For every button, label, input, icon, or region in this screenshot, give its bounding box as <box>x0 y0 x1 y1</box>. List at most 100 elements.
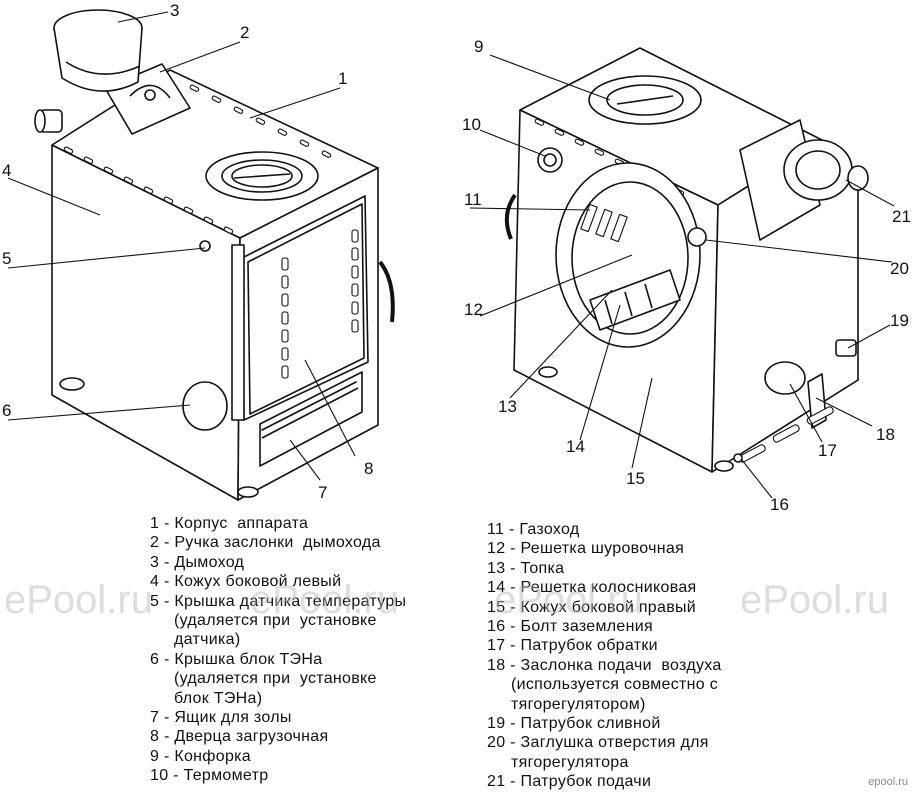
legend-number: 14 <box>487 579 506 597</box>
legend-number: 4 <box>150 573 160 591</box>
callout-9: 9 <box>474 37 483 56</box>
legend-number: 21 <box>487 773 506 791</box>
legend-item: 11 - Газоход <box>487 521 580 538</box>
callout-1: 1 <box>338 69 347 88</box>
legend-item: 4 - Кожух боковой левый <box>150 573 342 591</box>
credit-label: epool.ru <box>868 776 908 788</box>
legend-number: 20 <box>487 734 506 752</box>
ground-bolt <box>733 453 743 463</box>
legend-continuation: блок ТЭНа) <box>174 689 263 707</box>
legend-text: Решетка колосниковая <box>520 579 697 597</box>
legend-number: 18 <box>487 656 506 674</box>
legend-item: 2 - Ручка заслонки дымохода <box>150 534 381 552</box>
legend-continuation: тягорегулятора <box>511 753 629 771</box>
legend-text: Корпус аппарата <box>174 515 309 532</box>
legend-text: Конфорка <box>174 747 251 765</box>
legend-text: Заглушка отверстия для <box>520 734 709 752</box>
sensor-cap <box>199 240 211 252</box>
legend-item: 18 - Заслонка подачи воздуха <box>487 656 722 674</box>
legend-text: Патрубок обратки <box>520 637 658 655</box>
legend-number: 2 <box>150 534 160 552</box>
callout-6: 6 <box>2 401 11 420</box>
callout-12: 12 <box>464 300 483 319</box>
legend-continuation: тягорегулятором) <box>511 695 646 713</box>
legend-text: Газоход <box>519 521 580 538</box>
legend-item: 12 - Решетка шуровочная <box>487 540 685 558</box>
legend-text: Термометр <box>183 767 269 785</box>
legend-number: 8 <box>150 728 160 746</box>
callout-19: 19 <box>890 311 909 330</box>
return-pipe <box>764 361 806 395</box>
callout-11: 11 <box>464 190 482 209</box>
legend-text: Патрубок подачи <box>520 773 652 791</box>
legend-text: Заслонка подачи воздуха <box>520 656 722 674</box>
legend-continuation: (удаляется при установке <box>174 612 377 630</box>
legend-item: 5 - Крышка датчика температуры <box>150 592 407 610</box>
legend-text: Крышка блок ТЭНа <box>174 650 323 668</box>
callout-14: 14 <box>566 437 585 456</box>
legend-number: 11 <box>487 521 505 538</box>
legend-number: 16 <box>487 618 506 636</box>
legend-number: 19 <box>487 715 506 733</box>
legend-continuation: (используется совместно с <box>511 676 719 694</box>
callout-13: 13 <box>498 397 517 416</box>
legend-number: 5 <box>150 592 160 610</box>
legend-item: 20 - Заглушка отверстия для <box>487 734 709 752</box>
legend-item: 13 - Топка <box>487 559 565 577</box>
legend-text: Ящик для золы <box>174 709 292 727</box>
legend-text: Дверца загрузочная <box>174 728 329 746</box>
callout-15: 15 <box>626 469 645 488</box>
callout-7: 7 <box>318 483 327 502</box>
callout-5: 5 <box>2 249 11 268</box>
legend-number: 15 <box>487 598 506 616</box>
legend-number: 9 <box>150 747 160 765</box>
legend-item: 9 - Конфорка <box>150 747 251 765</box>
top-slots-front <box>63 146 234 234</box>
callout-16: 16 <box>770 495 789 514</box>
legend-text: Решетка шуровочная <box>520 540 685 558</box>
legend-item: 17 - Патрубок обратки <box>487 637 658 655</box>
callout-18: 18 <box>876 425 895 444</box>
regulator-plug <box>687 227 707 247</box>
legend-number: 1 <box>150 515 160 532</box>
callout-21: 21 <box>892 207 911 226</box>
callout-4: 4 <box>2 161 11 180</box>
legend-number: 17 <box>487 637 506 655</box>
callout-17: 17 <box>818 441 837 460</box>
callout-10: 10 <box>462 115 481 134</box>
callout-3: 3 <box>170 1 179 20</box>
legend-item: 8 - Дверца загрузочная <box>150 728 329 746</box>
legend-item: 14 - Решетка колосниковая <box>487 579 697 597</box>
legend-number: 13 <box>487 559 506 577</box>
legend-item: 19 - Патрубок сливной <box>487 715 661 733</box>
legend-number: 6 <box>150 650 160 668</box>
leader-lines <box>7 11 895 499</box>
legend-item: 7 - Ящик для золы <box>150 709 292 727</box>
legend-item: 21 - Патрубок подачи <box>487 773 652 791</box>
legend-item: 1 - Корпус аппарата <box>150 515 309 532</box>
legend-continuation: (удаляется при установке <box>174 670 377 688</box>
legend-left: 1 - Корпус аппарата 2 - Ручка заслонки ды… <box>150 514 480 786</box>
legend-text: Кожух боковой левый <box>174 573 342 591</box>
legend-text: Крышка датчика температуры <box>174 592 407 610</box>
legend-text: Ручка заслонки дымохода <box>174 534 381 552</box>
legend-item: 15 - Кожух боковой правый <box>487 598 697 616</box>
legend-item: 16 - Болт заземления <box>487 618 653 636</box>
legend-text: Дымоход <box>174 553 245 571</box>
legend-text: Кожух боковой правый <box>520 598 697 616</box>
legend-text: Топка <box>520 559 565 577</box>
callout-8: 8 <box>364 459 373 478</box>
callout-2: 2 <box>240 23 249 42</box>
legend-continuation: датчика) <box>174 631 241 649</box>
ten-cover <box>182 381 228 431</box>
legend-item: 6 - Крышка блок ТЭНа <box>150 650 323 668</box>
legend-number: 7 <box>150 709 160 727</box>
ash-drawer <box>259 371 363 467</box>
legend-number: 3 <box>150 553 160 571</box>
legend-number: 10 <box>150 767 169 785</box>
door-vents <box>281 229 359 379</box>
callout-20: 20 <box>890 259 909 278</box>
